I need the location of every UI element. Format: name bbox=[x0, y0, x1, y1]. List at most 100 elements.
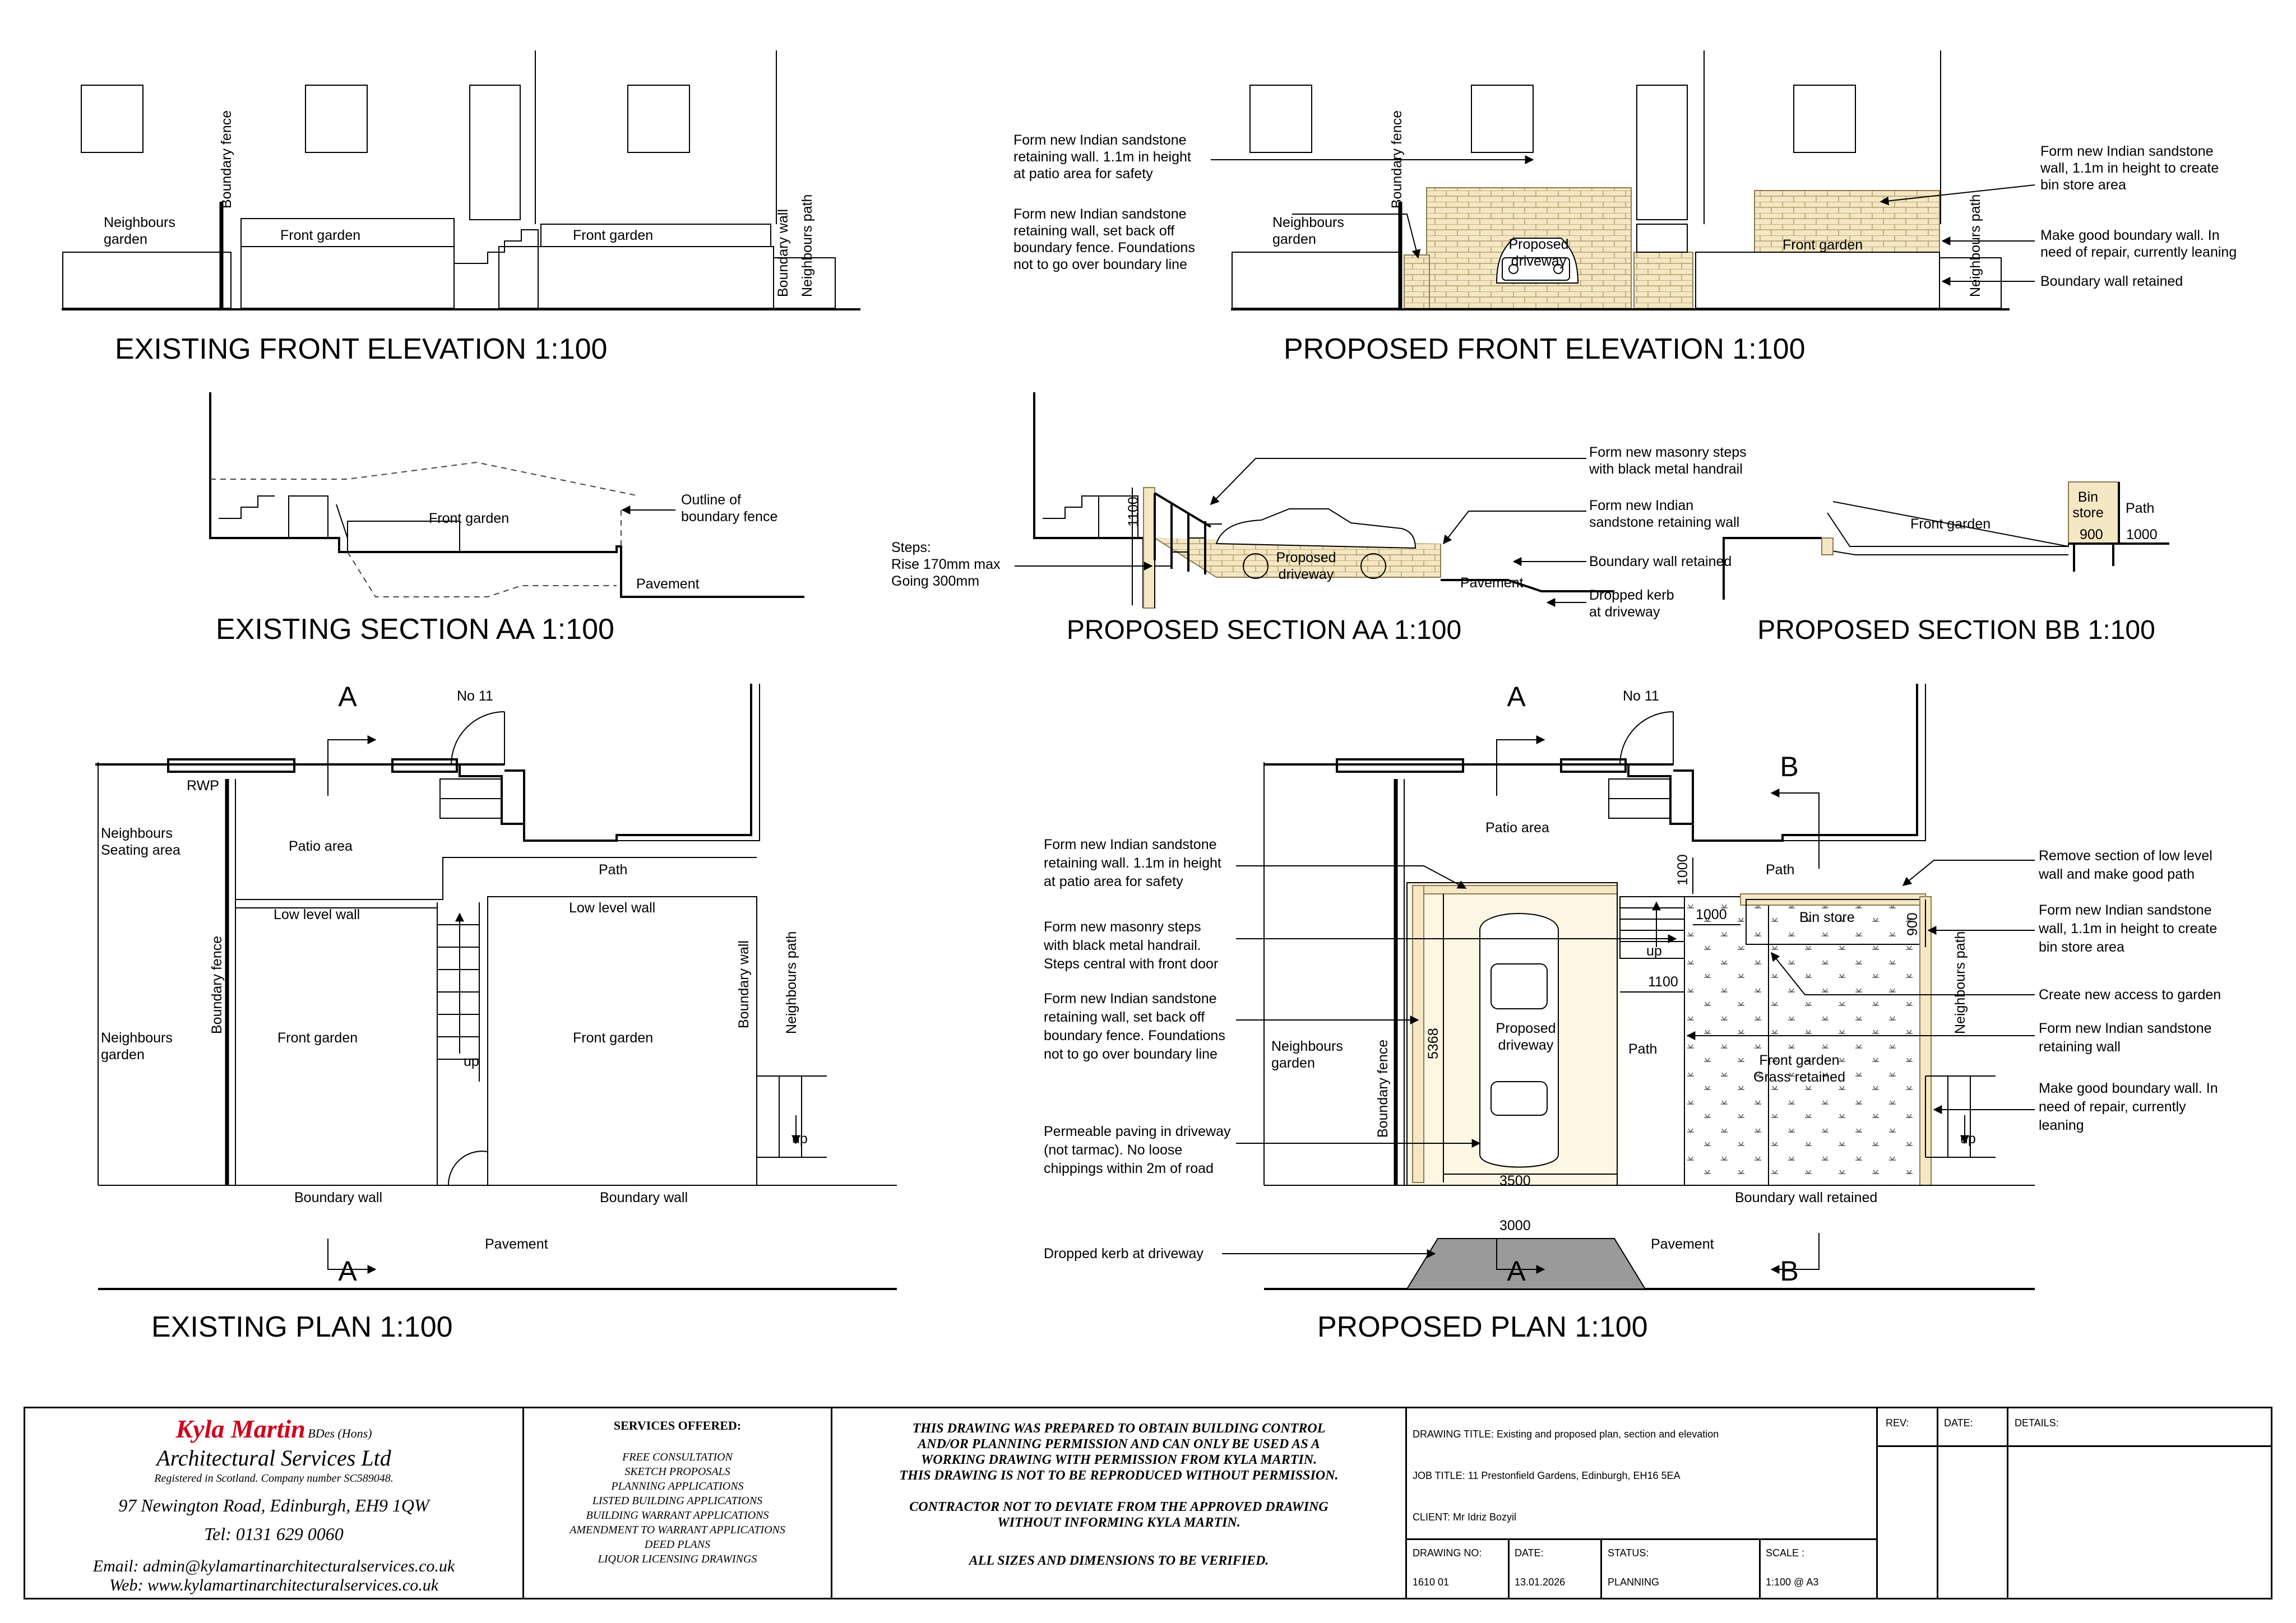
section-arrow-bottom bbox=[327, 1239, 377, 1274]
pavement-label: Pavement bbox=[485, 1236, 548, 1252]
date: 13.01.2026 bbox=[1515, 1576, 1566, 1588]
website[interactable]: Web: www.kylamartinarchitecturalservices… bbox=[109, 1576, 439, 1594]
email[interactable]: Email: admin@kylamartinarchitecturalserv… bbox=[92, 1557, 455, 1575]
dim-1100: 1100 bbox=[1648, 974, 1678, 990]
section-arrow-top bbox=[327, 735, 377, 796]
neighbours-path-label: Neighbours path bbox=[1952, 931, 1968, 1034]
handrail bbox=[1154, 492, 1212, 574]
entrance-wall bbox=[459, 764, 525, 825]
path-label: Path bbox=[599, 862, 627, 878]
neighbours-fence bbox=[62, 252, 232, 309]
boundary-wall-label: Boundary wall bbox=[294, 1190, 382, 1205]
divider bbox=[2007, 1408, 2008, 1598]
divider bbox=[1600, 1538, 1602, 1598]
disclaimer-line: WORKING DRAWING WITH PERMISSION FROM KYL… bbox=[920, 1453, 1317, 1467]
section-marker-b: B bbox=[1780, 1255, 1798, 1287]
date-label: DATE: bbox=[1515, 1547, 1544, 1559]
front-steps bbox=[439, 778, 502, 819]
pavement-label: Pavement bbox=[1651, 1236, 1714, 1252]
boundary-fence-label: Boundary fence bbox=[1375, 1040, 1391, 1138]
status: PLANNING bbox=[1608, 1576, 1660, 1588]
existing-section-title: EXISTING SECTION AA 1:100 bbox=[216, 613, 614, 646]
left-garden bbox=[235, 907, 438, 1186]
window bbox=[305, 85, 368, 153]
house-wall bbox=[523, 684, 752, 842]
rwp-label: RWP bbox=[187, 778, 219, 794]
company-name: Kyla Martin bbox=[175, 1415, 305, 1443]
dim-1000: 1000 bbox=[2126, 527, 2158, 542]
front-garden-label: Front garden bbox=[429, 511, 509, 526]
retaining-wall bbox=[1821, 537, 1834, 555]
proposed-section-bb-title: PROPOSED SECTION BB 1:100 bbox=[1757, 615, 2155, 645]
leader bbox=[1880, 184, 2035, 206]
window-bay bbox=[391, 758, 458, 773]
note-dropped-kerb: Dropped kerb at driveway bbox=[1044, 1246, 1203, 1262]
patio-area-label: Patio area bbox=[289, 838, 353, 854]
patio-area-label: Patio area bbox=[1485, 820, 1549, 836]
path-label: Path bbox=[2126, 500, 2154, 516]
ground-profile bbox=[1441, 579, 1614, 592]
leader bbox=[1443, 511, 1586, 545]
path-label: Path bbox=[1766, 862, 1794, 878]
boundary-wall-label: Boundary wall bbox=[600, 1190, 688, 1205]
section-marker-b: B bbox=[1780, 751, 1798, 782]
details-label: DETAILS: bbox=[2015, 1417, 2059, 1429]
low-wall-section bbox=[347, 521, 460, 552]
front-garden-label: Front garden bbox=[277, 1030, 358, 1046]
company-quals: BDes (Hons) bbox=[308, 1426, 372, 1440]
job-title: JOB TITLE: 11 Prestonfield Gardens, Edin… bbox=[1413, 1470, 1681, 1481]
window bbox=[627, 85, 690, 153]
note-boundary-retained: Boundary wall retained bbox=[1589, 554, 1732, 569]
services-title: SERVICES OFFERED: bbox=[613, 1418, 742, 1432]
window bbox=[1793, 85, 1856, 153]
disclaimer-line: WITHOUT INFORMING KYLA MARTIN. bbox=[997, 1515, 1240, 1530]
leader bbox=[1902, 860, 2035, 887]
leader bbox=[1292, 214, 1421, 259]
section-arrow-a-top bbox=[1496, 735, 1545, 796]
drawing-title: DRAWING TITLE: Existing and proposed pla… bbox=[1413, 1429, 1719, 1440]
divider bbox=[1508, 1538, 1510, 1598]
no11-label: No 11 bbox=[457, 688, 493, 704]
client: CLIENT: Mr Idriz Bozyil bbox=[1413, 1511, 1517, 1523]
service-item: BUILDING WARRANT APPLICATIONS bbox=[586, 1509, 769, 1522]
neighbours-steps bbox=[756, 1075, 827, 1158]
door-swing bbox=[1619, 711, 1674, 766]
window-bay bbox=[1336, 758, 1464, 773]
door-swing bbox=[451, 711, 505, 766]
no11-label: No 11 bbox=[1623, 688, 1659, 704]
house-wall bbox=[617, 684, 760, 841]
setback-retaining-wall bbox=[1412, 885, 1424, 1183]
fence-outline bbox=[210, 461, 640, 497]
ground-profile bbox=[347, 551, 617, 597]
note-new-access: Create new access to garden bbox=[2039, 987, 2221, 1003]
section-marker-a: A bbox=[1507, 1255, 1526, 1287]
sandstone-retaining-wall bbox=[1426, 187, 1632, 309]
service-item: FREE CONSULTATION bbox=[622, 1451, 733, 1463]
note-boundary-retained: Boundary wall retained bbox=[2040, 273, 2183, 289]
company-sub: Architectural Services Ltd bbox=[156, 1445, 391, 1471]
service-item: LISTED BUILDING APPLICATIONS bbox=[592, 1495, 763, 1507]
divider bbox=[1937, 1408, 1938, 1598]
patio-edge bbox=[235, 857, 757, 900]
boundary-fence-label: Boundary fence bbox=[209, 936, 225, 1034]
section-arrow-b-top bbox=[1770, 789, 1820, 869]
front-wall bbox=[240, 246, 455, 309]
boundary-wall-retained-label: Boundary wall retained bbox=[1735, 1190, 1877, 1205]
disclaimer-line: THIS DRAWING IS NOT TO BE REPRODUCED WIT… bbox=[899, 1468, 1339, 1483]
up-label: up bbox=[792, 1131, 808, 1147]
